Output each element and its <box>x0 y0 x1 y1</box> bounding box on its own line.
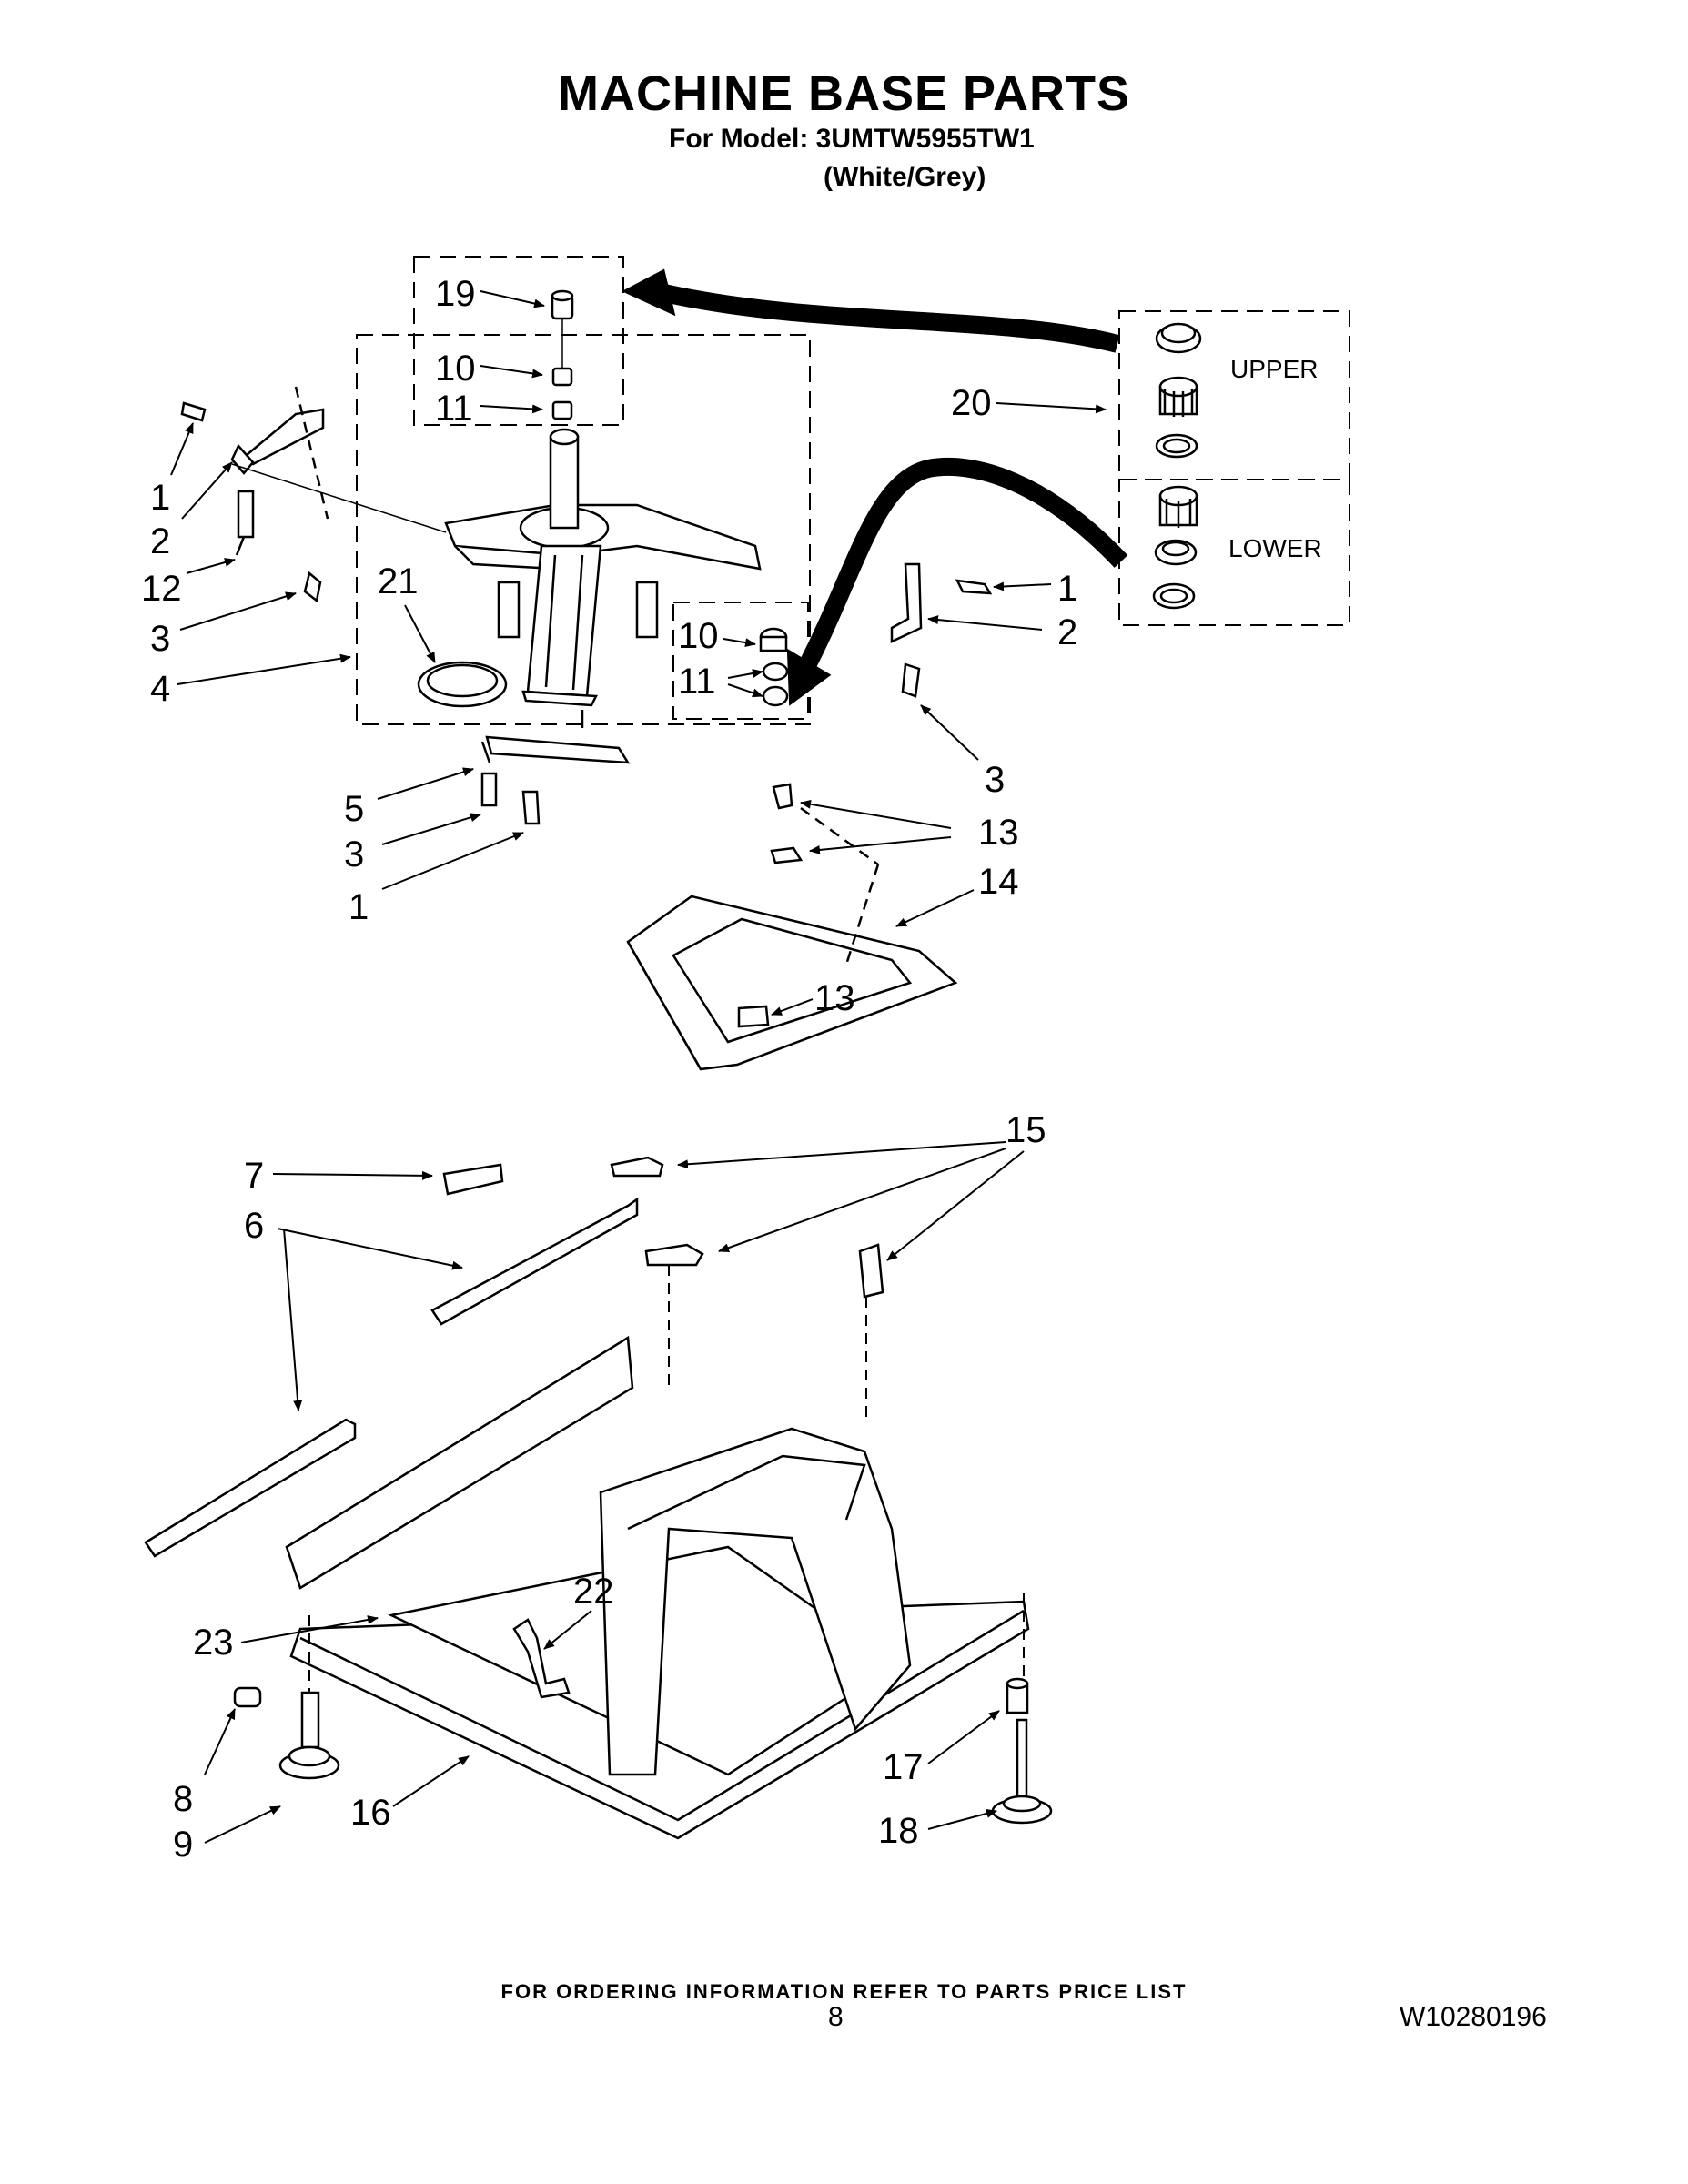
page-number: 8 <box>828 2002 844 2032</box>
callout-17: 17 <box>883 1747 924 1787</box>
callout-1-lower: 1 <box>349 887 369 927</box>
callout-10-upper: 10 <box>435 349 476 389</box>
callout-1-right: 1 <box>1057 569 1077 609</box>
part-6-and-7-bars <box>144 1163 639 1558</box>
callout-18: 18 <box>878 1811 919 1851</box>
callout-15: 15 <box>1006 1110 1046 1150</box>
callout-20: 20 <box>951 383 992 423</box>
callout-6: 6 <box>244 1206 264 1246</box>
page-title: MACHINE BASE PARTS <box>557 66 1131 121</box>
upper-bearing-kit-box <box>1118 310 1350 480</box>
callout-19: 19 <box>435 274 476 314</box>
left-suspension-hardware <box>180 386 447 603</box>
callout-labels: 19 10 11 20 1 2 12 3 4 21 10 11 1 2 3 5 … <box>141 274 1322 1865</box>
callout-14: 14 <box>978 862 1019 902</box>
part-16-machine-base <box>285 1335 1030 1840</box>
kit-arrow-upper <box>662 284 1120 353</box>
callout-22: 22 <box>573 1572 614 1612</box>
part-21-seal-ring <box>417 661 508 708</box>
callout-4: 4 <box>150 669 170 709</box>
callout-1-left: 1 <box>150 478 170 518</box>
part-14-bottom-frame <box>626 783 958 1071</box>
callout-21: 21 <box>378 561 419 602</box>
callout-11-lower: 11 <box>678 662 716 702</box>
upper-bushing-group-box <box>413 256 624 426</box>
callout-3-left: 3 <box>150 619 170 659</box>
part-15-clips <box>610 1156 884 1299</box>
ordering-note: FOR ORDERING INFORMATION REFER TO PARTS … <box>500 1980 1188 2003</box>
callout-11-upper: 11 <box>435 389 473 429</box>
callout-2-left: 2 <box>150 521 170 561</box>
callout-8: 8 <box>173 1779 193 1819</box>
bearing-kit-upper-label: UPPER <box>1230 355 1318 383</box>
transmission-assembly <box>444 428 762 728</box>
callout-3-right: 3 <box>985 760 1005 800</box>
upper-bushings <box>551 289 574 420</box>
bearing-kit-lower-label: LOWER <box>1228 534 1322 562</box>
callout-23: 23 <box>193 1623 234 1663</box>
callout-2-right: 2 <box>1057 612 1077 652</box>
model-number: For Model: 3UMTW5955TW1 <box>669 124 1035 154</box>
model-color-variant: (White/Grey) <box>824 162 986 192</box>
callout-5: 5 <box>344 789 364 829</box>
bearing-kit-parts <box>1152 322 1202 610</box>
lower-bushings <box>759 627 789 707</box>
callout-10-lower: 10 <box>678 616 719 656</box>
callout-3-lower: 3 <box>344 834 364 875</box>
callout-13-lower: 13 <box>814 978 855 1018</box>
callout-16: 16 <box>350 1793 391 1833</box>
document-number: W10280196 <box>1400 2002 1547 2032</box>
callout-13-upper: 13 <box>978 813 1019 853</box>
right-suspension-hardware <box>890 562 993 698</box>
callout-9: 9 <box>173 1825 193 1865</box>
callout-7: 7 <box>244 1156 264 1196</box>
callout-12: 12 <box>141 569 182 609</box>
leader-arrows <box>170 290 1107 1844</box>
assembly-guide-lines <box>308 1265 1025 1693</box>
transmission-group-box <box>356 334 811 725</box>
part-5-support-bracket <box>480 735 631 825</box>
kit-arrow-lower <box>797 457 1128 673</box>
